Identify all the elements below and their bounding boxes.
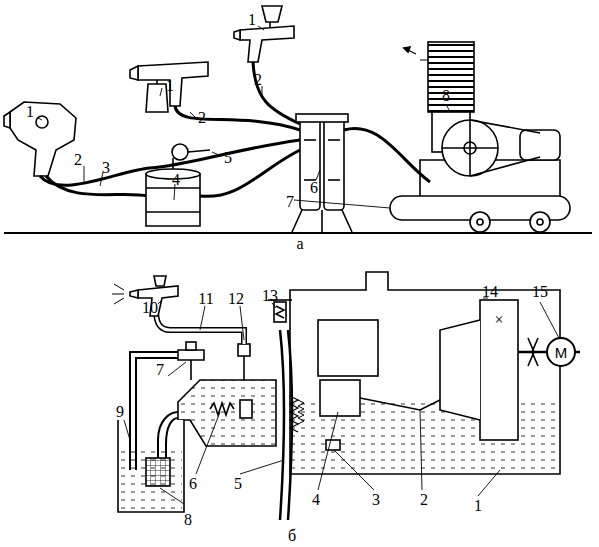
callout-number: 7: [155, 362, 165, 378]
callout-number: 3: [101, 160, 111, 176]
callout-number: 8: [183, 512, 193, 528]
callout-number: 5: [233, 476, 243, 492]
motor-letter: М: [555, 344, 568, 361]
callout-number: ×: [493, 312, 504, 328]
callout-number: 8: [441, 88, 451, 104]
callout-number: 2: [73, 152, 83, 168]
callout-number: 11: [197, 291, 214, 307]
callout-number: 2: [197, 110, 207, 126]
callout-number: 2: [419, 492, 429, 508]
callout-number: 6: [188, 476, 198, 492]
callout-number: 1: [25, 104, 35, 120]
callout-number: 4: [311, 492, 321, 508]
callout-number: 15: [531, 284, 549, 300]
callout-number: 4: [171, 172, 181, 188]
callout-number: б: [287, 528, 297, 544]
callout-number: 7: [285, 194, 295, 210]
callout-number: 12: [227, 291, 245, 307]
callout-number: 6: [309, 180, 319, 196]
callout-number: 14: [481, 284, 499, 300]
callout-number: 10: [141, 300, 159, 316]
callout-number: 1: [247, 12, 257, 28]
callout-number: 9: [115, 404, 125, 420]
callout-number: 3: [371, 492, 381, 508]
callout-number: 13: [261, 288, 279, 304]
callout-number: а: [295, 236, 304, 252]
callout-number: 5: [223, 150, 233, 166]
callout-number: 1: [473, 498, 483, 514]
callout-number: 2: [253, 72, 263, 88]
motor-circle: М: [546, 337, 576, 367]
callout-number: 1: [165, 78, 175, 94]
